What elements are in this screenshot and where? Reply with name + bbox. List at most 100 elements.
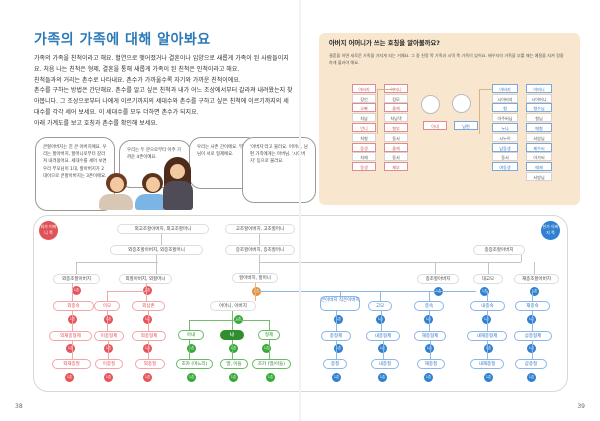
tree-line bbox=[488, 262, 489, 274]
tree-line bbox=[532, 291, 533, 301]
boy-illustration-body bbox=[99, 194, 133, 210]
body-paragraph-1: 가족의 가족을 친척이라고 해요. 혈연으로 맺어졌거나 결혼이나 입양으로 새… bbox=[34, 55, 289, 73]
wife-avatar bbox=[421, 95, 440, 114]
maternal-cousin-aunt: 외종숙 bbox=[53, 301, 94, 311]
tree-line bbox=[383, 341, 384, 359]
degree-chip: 1촌 bbox=[527, 344, 536, 353]
paternal-uncles: 큰아버지 작은아버지 bbox=[320, 296, 360, 311]
degree-chip: 1촌 bbox=[65, 373, 74, 382]
in-law-family-cell: 누나 bbox=[492, 123, 518, 132]
girl-illustration-body bbox=[163, 181, 193, 210]
title-cell: 처형 bbox=[352, 133, 376, 142]
third-cousin-child: 삼종질 bbox=[515, 359, 547, 369]
tree-line bbox=[189, 320, 269, 321]
tree-line bbox=[148, 311, 149, 331]
tree-line bbox=[232, 340, 233, 359]
husband-avatar bbox=[452, 94, 471, 113]
title-cell: 아주버님 bbox=[492, 113, 518, 122]
degree-chip: 1촌 bbox=[378, 344, 387, 353]
tree-line bbox=[435, 262, 436, 274]
degree-chip: 1촌 bbox=[143, 344, 152, 353]
title-cell: 처남댁 bbox=[384, 113, 408, 122]
page-number-left: 38 bbox=[15, 403, 23, 410]
degree-chip: 1촌 bbox=[484, 373, 493, 382]
tree-line bbox=[72, 283, 73, 301]
third-cousins: 삼종형제 bbox=[514, 331, 552, 341]
tree-line bbox=[107, 311, 108, 331]
degree-chip: 1촌 bbox=[187, 373, 196, 382]
tree-line bbox=[146, 283, 147, 301]
spouse-family-cell: 형부 bbox=[384, 123, 408, 132]
inner-second-cousin-child: 내재종질 bbox=[470, 359, 504, 369]
in-law-family-cell: 여동생 bbox=[492, 162, 518, 171]
title-cell: 시누이 bbox=[492, 133, 518, 142]
maternal-cousins: 이종형제 bbox=[94, 331, 124, 341]
tree-line bbox=[430, 341, 431, 359]
tree-line bbox=[76, 262, 158, 263]
title-cell: 형님 bbox=[526, 113, 552, 122]
degree-chip: 1촌 bbox=[72, 286, 81, 295]
tree-line bbox=[487, 291, 488, 301]
degree-chip: 1촌 bbox=[527, 315, 536, 324]
spouse-family-cell: 아버지 bbox=[352, 84, 376, 93]
in-law-family-cell: 아버지 bbox=[492, 84, 518, 93]
inner-second-cousins: 내재종형제 bbox=[467, 331, 507, 341]
maternal-side-label: 외가 어머니 쪽 bbox=[39, 221, 58, 240]
title-cell: 장인 bbox=[352, 94, 376, 103]
degree-chip: 1촌 bbox=[530, 287, 539, 296]
speech-bubble-1: 큰할아버지는 친 큰 아버지예요. 우리는 할아버지, 할머니로부터 갈라져 내… bbox=[35, 137, 115, 211]
aunt-maternal: 이모 bbox=[94, 301, 120, 311]
degree-chip: 1촌 bbox=[266, 373, 275, 382]
tree-line bbox=[259, 255, 260, 273]
maternal-great-great-grandparents: 외고조할아버지, 외고조할머니 bbox=[117, 224, 209, 234]
tree-line bbox=[255, 283, 256, 301]
degree-chip: 1촌 bbox=[484, 344, 493, 353]
title-cell: 시아버지 bbox=[492, 94, 518, 103]
child-illustration-body bbox=[135, 194, 169, 210]
degree-chip: 1촌 bbox=[334, 315, 343, 324]
degree-chip: 1촌 bbox=[425, 344, 434, 353]
paternal-aunt-cousins: 내종형제 bbox=[366, 331, 400, 341]
tree-line bbox=[521, 255, 522, 262]
title-cell: 서방님 bbox=[526, 172, 552, 181]
great-uncle: 종조할아버지 bbox=[417, 274, 459, 284]
tree-line bbox=[532, 311, 533, 331]
self-node: 나 bbox=[220, 330, 244, 340]
second-great-uncle: 재종조할아버지 bbox=[514, 274, 559, 284]
in-law-family-cell: 형 bbox=[492, 103, 518, 112]
tree-line bbox=[380, 291, 381, 301]
degree-chip: 1촌 bbox=[527, 373, 536, 382]
spouse-family-cell: 제부 bbox=[384, 162, 408, 171]
tree-line bbox=[532, 341, 533, 359]
title-cell: 동서 bbox=[384, 152, 408, 161]
degree-chip: 1촌 bbox=[424, 315, 433, 324]
tree-line bbox=[156, 255, 157, 274]
tree-line bbox=[148, 341, 149, 359]
title-cell: 처제 bbox=[352, 152, 376, 161]
page-title: 가족의 가족에 대해 알아봐요 bbox=[34, 32, 211, 48]
degree-chip: 1촌 bbox=[378, 373, 387, 382]
speech-bubble-4: '아버지'라고 불러요. 어머니, 남편 가족에게는 아버님. '시아버지' 등… bbox=[242, 137, 316, 203]
degree-chip: 1촌 bbox=[66, 344, 75, 353]
degree-chip: 1촌 bbox=[104, 373, 113, 382]
degree-chip: 1촌 bbox=[234, 315, 243, 324]
parents: 어머니, 아버지 bbox=[210, 301, 256, 311]
tree-line bbox=[72, 341, 73, 359]
spouse-family-cell: 오빠 bbox=[352, 103, 376, 112]
maternal-uncle: 외삼촌 bbox=[132, 301, 165, 311]
grandparents: 할아버지, 할머니 bbox=[232, 273, 278, 283]
tree-line bbox=[108, 341, 109, 359]
title-cell: 서방님 bbox=[526, 133, 552, 142]
tree-line bbox=[381, 311, 382, 331]
degree-chip: 1촌 bbox=[332, 373, 341, 382]
connector-right bbox=[479, 89, 493, 134]
degree-chip: 1촌 bbox=[376, 315, 385, 324]
maternal-cousin-child: 이종질 bbox=[95, 359, 123, 369]
title-cell: 처남 bbox=[352, 113, 376, 122]
spouse-family-cell: 동생 bbox=[352, 143, 376, 152]
title-cell: 장모 bbox=[384, 94, 408, 103]
degree-chip: 1촌 bbox=[424, 373, 433, 382]
title-cell: 시어머니 bbox=[526, 94, 552, 103]
tree-line bbox=[534, 262, 535, 274]
